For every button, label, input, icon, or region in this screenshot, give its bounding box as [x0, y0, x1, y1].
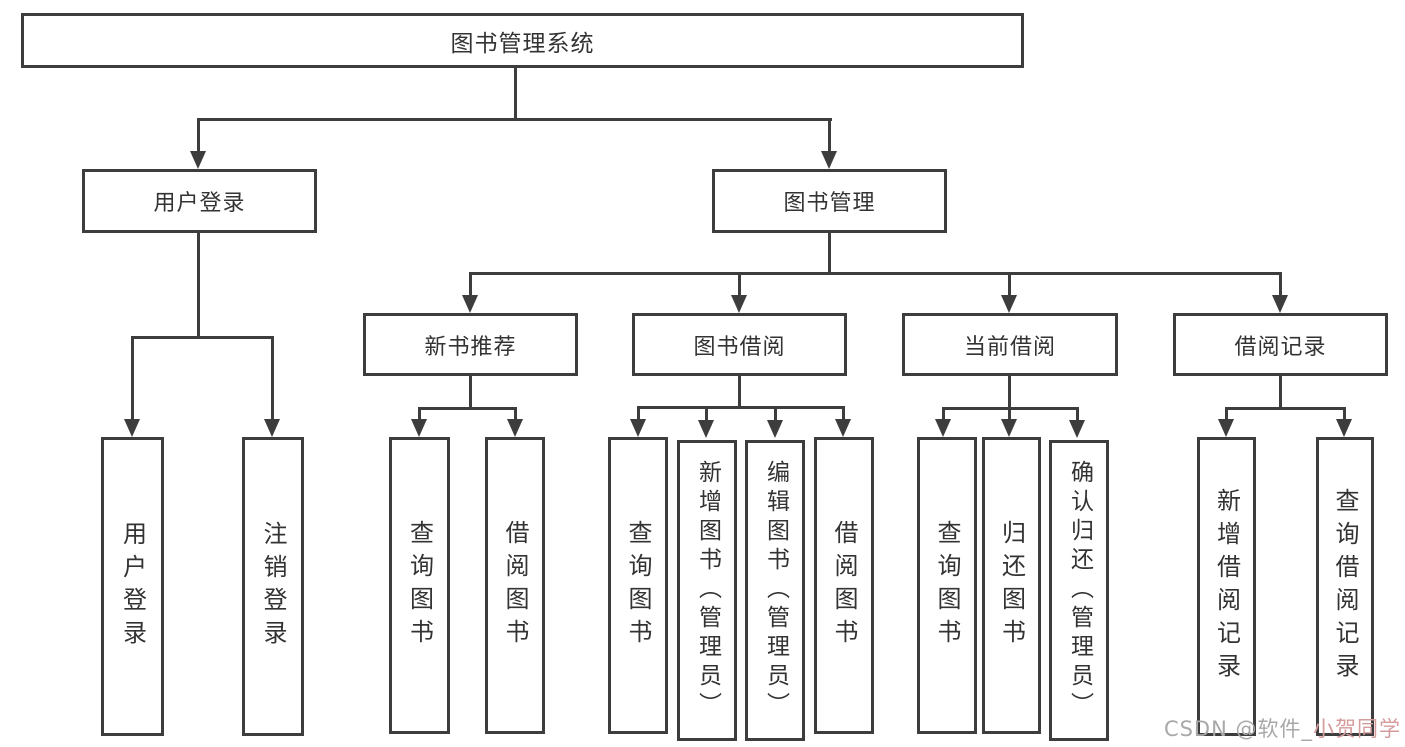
arrow-down-icon [1218, 419, 1234, 437]
connector-drop-leaf [271, 336, 274, 420]
arrow-down-icon [698, 420, 714, 438]
leaf-label: 确认归还（管理员） [1066, 460, 1093, 721]
node-book-borrow-label: 图书借阅 [693, 334, 786, 360]
node-book-mgmt-label: 图书管理 [783, 191, 876, 216]
node-root: 图书管理系统 [21, 13, 1024, 68]
leaf-label: 查询图书 [933, 519, 961, 652]
leaf-label: 编辑图书（管理员） [762, 460, 789, 721]
leaf-label: 借阅图书 [830, 519, 858, 652]
leaf-current-return-books: 归还图书 [982, 437, 1041, 734]
node-book-mgmt: 图书管理 [712, 169, 947, 233]
connector-current-stem [1008, 376, 1011, 407]
connector-borrow-stem [738, 376, 741, 406]
leaf-user-login-label: 用户登录 [118, 520, 147, 653]
arrow-down-icon [264, 419, 280, 437]
connector-drop-leaf [637, 406, 640, 421]
leaf-recommend-query-books: 查询图书 [389, 437, 450, 734]
arrow-down-icon [190, 151, 206, 169]
leaf-borrow-query-books: 查询图书 [608, 437, 668, 734]
node-new-book-recommend: 新书推荐 [363, 313, 578, 376]
arrow-down-icon [1336, 419, 1352, 437]
connector-drop-group [1008, 272, 1011, 297]
connector-book-mgmt-stem [828, 233, 831, 272]
arrow-down-icon [1272, 295, 1288, 313]
node-user-login-label: 用户登录 [153, 191, 246, 216]
watermark-suffix: 小贺同学 [1313, 717, 1401, 741]
node-user-login: 用户登录 [82, 169, 317, 233]
connector-records-stem [1279, 376, 1282, 407]
leaf-label: 新增借阅记录 [1212, 487, 1241, 686]
connector-borrow-hbar [637, 406, 845, 409]
arrow-down-icon [767, 420, 783, 438]
connector-recommend-hbar [418, 407, 517, 410]
connector-book-mgmt-hbar [469, 272, 1282, 275]
node-borrow-records-label: 借阅记录 [1234, 334, 1327, 360]
connector-user-login-stem [197, 233, 200, 336]
arrow-down-icon [835, 419, 851, 437]
arrow-down-icon [1001, 419, 1017, 437]
connector-drop-group [469, 272, 472, 297]
connector-records-hbar [1225, 407, 1346, 410]
csdn-watermark: CSDN @软件_小贺同学 [1164, 713, 1401, 743]
leaf-label: 借阅图书 [501, 519, 529, 652]
leaf-records-query-record: 查询借阅记录 [1316, 437, 1374, 736]
watermark-prefix: CSDN @软件_ [1163, 717, 1313, 741]
arrow-down-icon [462, 295, 478, 313]
connector-drop-leaf [705, 406, 708, 421]
arrow-down-icon [935, 419, 951, 437]
leaf-borrow-borrow-books: 借阅图书 [814, 437, 874, 734]
leaf-records-add-record: 新增借阅记录 [1197, 437, 1256, 736]
leaf-label: 新增图书（管理员） [694, 460, 721, 721]
connector-drop-book-mgmt [828, 118, 831, 153]
node-borrow-records: 借阅记录 [1173, 313, 1388, 376]
leaf-current-confirm-return-admin: 确认归还（管理员） [1049, 440, 1109, 741]
connector-drop-leaf [1225, 407, 1228, 421]
leaf-current-query-books: 查询图书 [917, 437, 977, 734]
connector-recommend-stem [469, 376, 472, 407]
connector-drop-group [738, 272, 741, 297]
connector-drop-leaf [514, 407, 517, 421]
connector-drop-leaf [842, 406, 845, 421]
node-current-borrow: 当前借阅 [902, 313, 1118, 376]
leaf-recommend-borrow-books: 借阅图书 [485, 437, 545, 734]
arrow-down-icon [411, 419, 427, 437]
connector-drop-user-login [197, 118, 200, 153]
leaf-borrow-edit-books-admin: 编辑图书（管理员） [745, 440, 805, 741]
arrow-down-icon [731, 295, 747, 313]
leaf-label: 查询图书 [624, 519, 652, 652]
leaf-logout: 注销登录 [242, 437, 304, 736]
arrow-down-icon [821, 151, 837, 169]
leaf-label: 归还图书 [997, 519, 1026, 652]
arrow-down-icon [124, 419, 140, 437]
connector-root-hbar [197, 118, 832, 121]
leaf-label: 查询图书 [405, 519, 434, 652]
connector-drop-leaf [131, 336, 134, 420]
connector-drop-leaf [942, 407, 945, 421]
connector-drop-leaf [774, 406, 777, 421]
node-new-book-recommend-label: 新书推荐 [424, 334, 517, 360]
leaf-user-login: 用户登录 [101, 437, 164, 736]
arrow-down-icon [1001, 295, 1017, 313]
arrow-down-icon [507, 419, 523, 437]
leaf-label: 查询借阅记录 [1331, 487, 1359, 686]
node-book-borrow: 图书借阅 [632, 313, 847, 376]
leaf-borrow-add-books-admin: 新增图书（管理员） [677, 440, 737, 741]
connector-drop-leaf [1076, 407, 1079, 421]
connector-drop-leaf [1008, 407, 1011, 421]
connector-drop-group [1279, 272, 1282, 297]
connector-drop-leaf [1343, 407, 1346, 421]
node-current-borrow-label: 当前借阅 [963, 334, 1056, 360]
arrow-down-icon [1069, 420, 1085, 438]
leaf-logout-label: 注销登录 [259, 520, 287, 653]
node-root-label: 图书管理系统 [450, 30, 595, 57]
connector-drop-leaf [418, 407, 421, 421]
connector-root-stem [514, 68, 517, 118]
connector-user-login-hbar [131, 336, 274, 339]
arrow-down-icon [630, 419, 646, 437]
